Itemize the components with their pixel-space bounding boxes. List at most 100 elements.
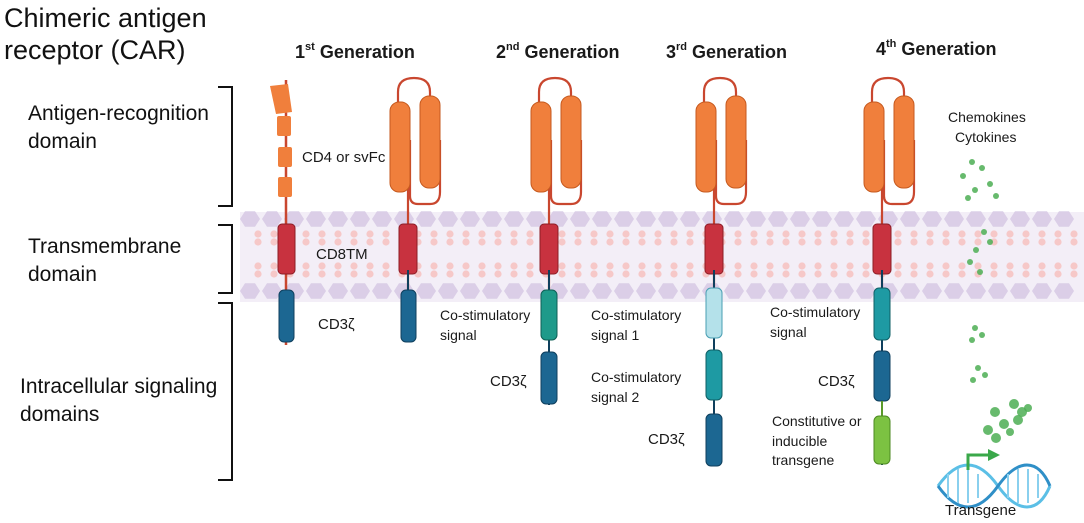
lipid-head (558, 238, 566, 246)
lipid-head (382, 270, 390, 278)
intracellular-domain-line-2: domains (20, 403, 100, 427)
membrane-hexagon (944, 283, 964, 299)
lipid-head (974, 262, 982, 270)
lipid-head (382, 230, 390, 238)
generation-3-label: Generation (692, 42, 788, 62)
transgene-label: Transgene (945, 502, 1017, 519)
lipid-head (766, 262, 774, 270)
lipid-head (350, 262, 358, 270)
membrane-hexagon (856, 283, 876, 299)
lipid-head (654, 270, 662, 278)
lipid-head (318, 262, 326, 270)
membrane-hexagon (240, 283, 260, 299)
cd8tm-label: CD8TM (316, 246, 368, 263)
lipid-head (254, 270, 262, 278)
membrane-hexagon (900, 211, 920, 227)
lipid-head (318, 238, 326, 246)
lipid-head (622, 262, 630, 270)
membrane-hexagon (922, 283, 942, 299)
membrane-hexagon (328, 283, 348, 299)
lipid-head (846, 238, 854, 246)
lipid-head (382, 238, 390, 246)
lipid-head (526, 270, 534, 278)
membrane-hexagon (680, 211, 700, 227)
lipid-head (1038, 230, 1046, 238)
lipid-head (670, 262, 678, 270)
lipid-head (638, 262, 646, 270)
costim-1-label-gen3: Co-stimulatory signal 1 (591, 306, 681, 345)
domain-brackets (218, 86, 233, 481)
membrane-hexagon (460, 211, 480, 227)
lipid-head (990, 262, 998, 270)
cytokine-dot (999, 419, 1009, 429)
lipid-head (638, 238, 646, 246)
lipid-head (638, 230, 646, 238)
lipid-head (574, 230, 582, 238)
cytokine-dot (991, 433, 1001, 443)
cytokine-dot (990, 407, 1000, 417)
cytokine-dot (981, 229, 987, 235)
lipid-head (926, 262, 934, 270)
membrane-hexagon (460, 283, 480, 299)
lipid-head (366, 238, 374, 246)
gen3-intracellular (705, 270, 723, 467)
lipid-head (382, 262, 390, 270)
membrane-hexagon (526, 211, 546, 227)
lipid-head (798, 230, 806, 238)
cd3z-domain-cd4 (278, 289, 295, 343)
lipid-head (862, 238, 870, 246)
lipid-head (478, 238, 486, 246)
lipid-head (926, 230, 934, 238)
lipid-head (254, 230, 262, 238)
membrane-hexagon (482, 283, 502, 299)
lipid-head (334, 270, 342, 278)
lipid-head (302, 270, 310, 278)
membrane-hexagon (570, 283, 590, 299)
costim-gen4-line-2: signal (770, 323, 807, 340)
membrane-hexagon (636, 211, 656, 227)
lipid-head (446, 270, 454, 278)
lipid-head (1006, 238, 1014, 246)
cytokine-dot (993, 193, 999, 199)
costim-domain-gen4 (873, 287, 891, 341)
scfv-light-chain (419, 95, 441, 189)
cytokine-particles (960, 159, 1032, 443)
lipid-head (750, 270, 758, 278)
cd3z-domain-gen1 (400, 289, 417, 343)
membrane-hexagon (966, 211, 986, 227)
lipid-head (254, 238, 262, 246)
membrane-hexagon (988, 211, 1008, 227)
lipid-head (270, 262, 278, 270)
lipid-head (302, 230, 310, 238)
lipid-head (1022, 238, 1030, 246)
lipid-head (894, 238, 902, 246)
generation-3-heading: 3rd Generation (666, 42, 788, 62)
costim-1-gen3-line-2: signal 1 (591, 326, 640, 343)
membrane-hexagon (790, 283, 810, 299)
scfv-heavy-chain (695, 101, 717, 193)
lipid-head (1022, 230, 1030, 238)
lipid-head (958, 270, 966, 278)
lipid-head (606, 262, 614, 270)
gen4-intracellular (873, 270, 891, 465)
antigen-domain-line-2: domain (28, 130, 97, 154)
costim-1-gen3-line-1: Co-stimulatory (591, 307, 682, 323)
membrane-hexagon (372, 283, 392, 299)
lipid-head (462, 262, 470, 270)
lipid-head (846, 230, 854, 238)
lipid-head (1006, 262, 1014, 270)
lipid-head (606, 230, 614, 238)
lipid-head (590, 238, 598, 246)
lipid-head (830, 238, 838, 246)
generation-3-number: 3 (666, 42, 677, 62)
scfv-receptor-gen2 (530, 76, 583, 300)
membrane-hexagon (680, 283, 700, 299)
lipid-head (606, 238, 614, 246)
membrane-hexagon (482, 211, 502, 227)
membrane-hexagon (592, 211, 612, 227)
generation-4-number: 4 (876, 39, 887, 59)
lipid-head (686, 270, 694, 278)
cytokine-dot (1013, 415, 1023, 425)
lipid-head (830, 262, 838, 270)
membrane-hexagon (350, 211, 370, 227)
